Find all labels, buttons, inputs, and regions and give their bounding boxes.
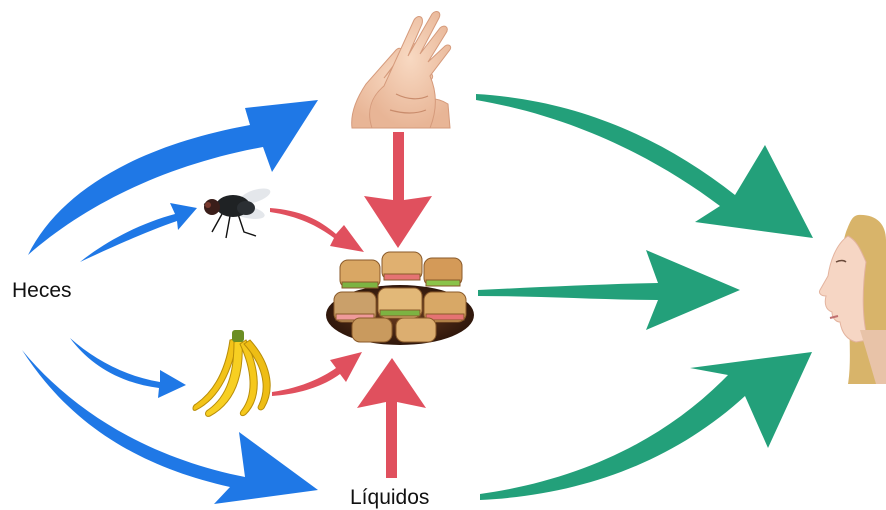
green-arrows (476, 94, 813, 500)
red-arrow-bananas-to-food (272, 352, 362, 396)
bananas-icon (193, 330, 270, 416)
red-arrow-hands-to-food (364, 132, 432, 248)
red-arrow-liquidos-to-food (357, 358, 426, 478)
heces-label: Heces (12, 280, 72, 301)
liquidos-label: Líquidos (350, 487, 429, 508)
blue-arrow-to-liquidos (22, 350, 318, 504)
green-arrow-liquidos-to-child (480, 352, 812, 500)
child-face-icon (819, 215, 886, 384)
green-arrow-food-to-child (478, 250, 740, 330)
sandwich-platter-icon (326, 252, 474, 345)
blue-arrows (22, 100, 318, 504)
red-arrow-fly-to-food (270, 208, 364, 252)
blue-arrow-to-fly (80, 203, 197, 262)
hands-icon (352, 11, 451, 128)
green-arrow-hands-to-child (476, 94, 813, 238)
fly-icon (204, 185, 272, 238)
blue-arrow-to-bananas (70, 338, 186, 398)
blue-arrow-to-hands (28, 100, 318, 255)
